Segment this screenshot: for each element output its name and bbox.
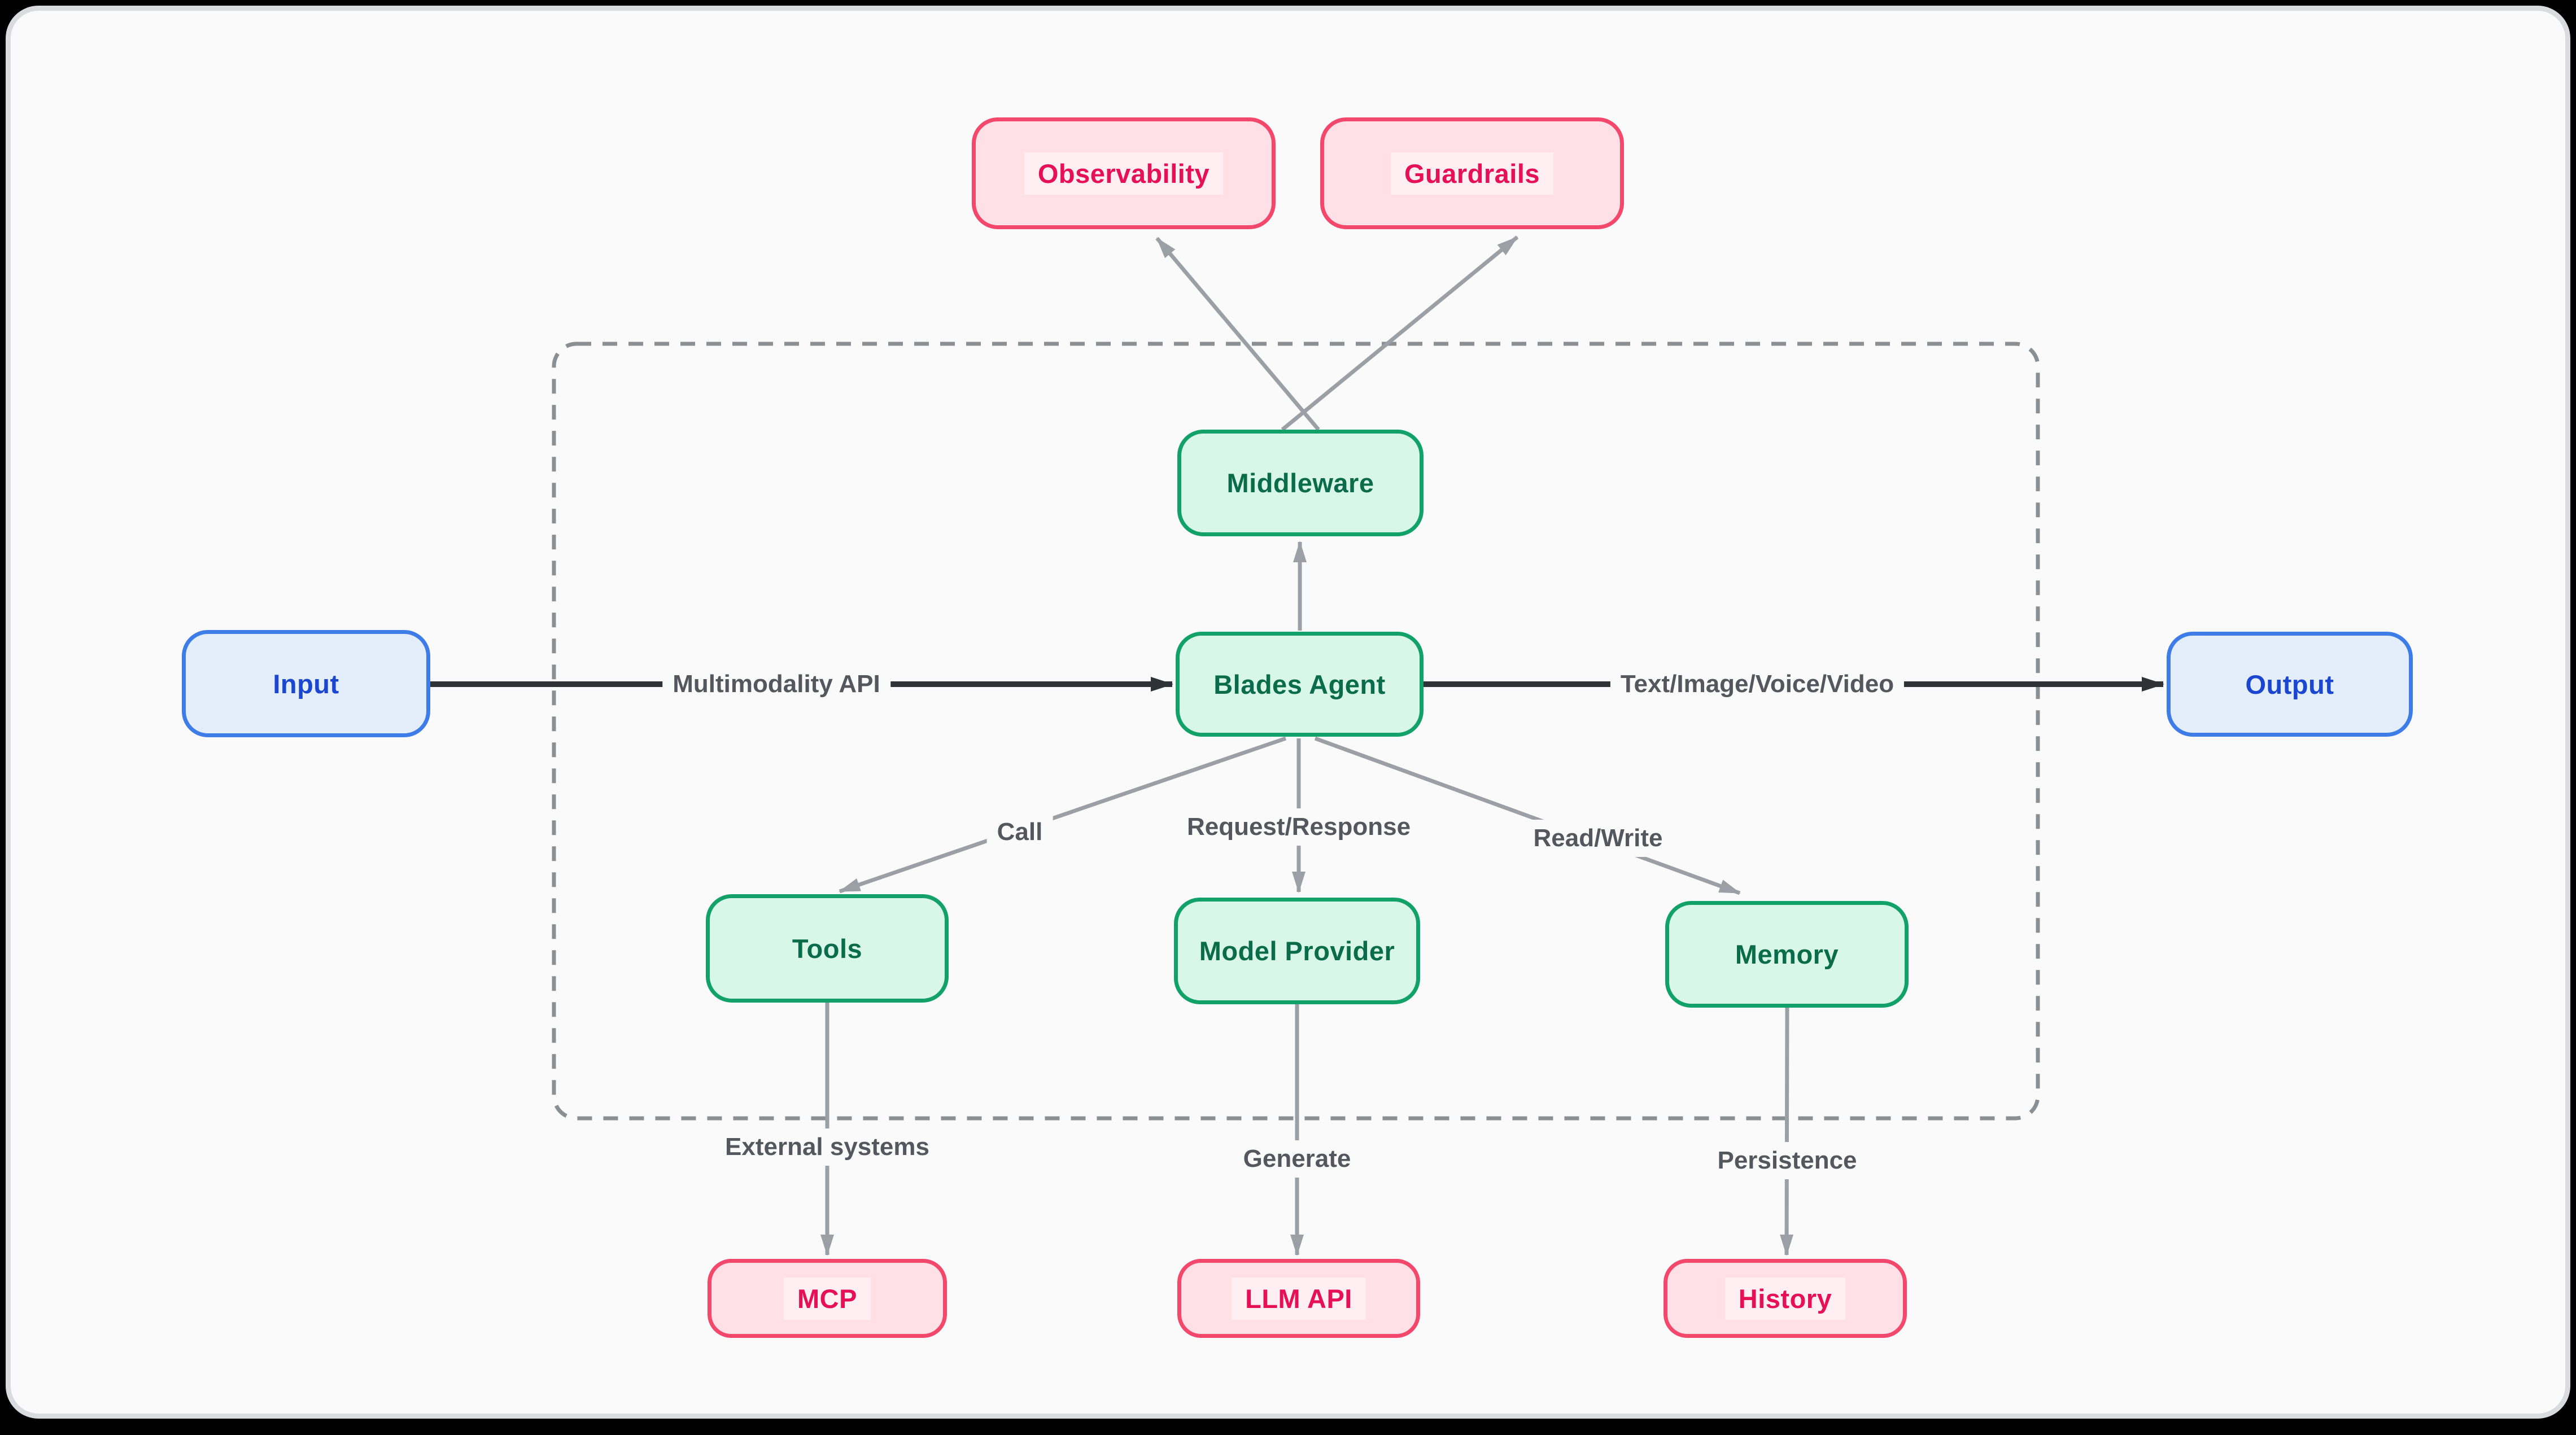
node-blades-agent: Blades Agent [1176, 632, 1424, 737]
node-observability: Observability [972, 117, 1276, 229]
node-input-label: Input [273, 668, 339, 699]
edge-middleware-to-observability [1157, 238, 1318, 430]
edge-label-multimodality-api: Multimodality API [662, 666, 890, 703]
edge-label-request-response: Request/Response [1177, 808, 1421, 846]
node-mcp-label: MCP [784, 1278, 871, 1320]
node-memory-label: Memory [1735, 939, 1839, 970]
node-history: History [1664, 1259, 1907, 1338]
node-memory: Memory [1665, 901, 1909, 1008]
node-model-provider-label: Model Provider [1199, 935, 1395, 966]
node-tools: Tools [706, 894, 949, 1003]
node-llm-api-label: LLM API [1232, 1278, 1366, 1320]
edge-label-external-systems: External systems [715, 1128, 940, 1166]
edge-middleware-to-guardrails [1282, 237, 1517, 430]
node-observability-label: Observability [1024, 152, 1223, 195]
node-model-provider: Model Provider [1174, 898, 1420, 1004]
node-history-label: History [1725, 1278, 1845, 1320]
node-middleware: Middleware [1177, 430, 1424, 536]
edge-label-call: Call [987, 813, 1053, 851]
edge-label-read-write: Read/Write [1523, 820, 1673, 857]
node-mcp: MCP [708, 1259, 947, 1338]
diagram-canvas: Multimodality API Text/Image/Voice/Video… [6, 6, 2570, 1419]
node-output: Output [2167, 632, 2413, 737]
node-guardrails-label: Guardrails [1391, 152, 1553, 195]
node-output-label: Output [2246, 669, 2334, 700]
edge-label-persistence: Persistence [1707, 1142, 1867, 1179]
node-tools-label: Tools [792, 933, 862, 964]
edge-label-text-image-voice-video: Text/Image/Voice/Video [1610, 666, 1904, 703]
edge-label-generate: Generate [1233, 1140, 1361, 1178]
node-input: Input [182, 630, 430, 737]
node-blades-agent-label: Blades Agent [1213, 669, 1386, 700]
node-llm-api: LLM API [1177, 1259, 1420, 1338]
node-middleware-label: Middleware [1227, 467, 1374, 498]
node-guardrails: Guardrails [1320, 117, 1624, 229]
